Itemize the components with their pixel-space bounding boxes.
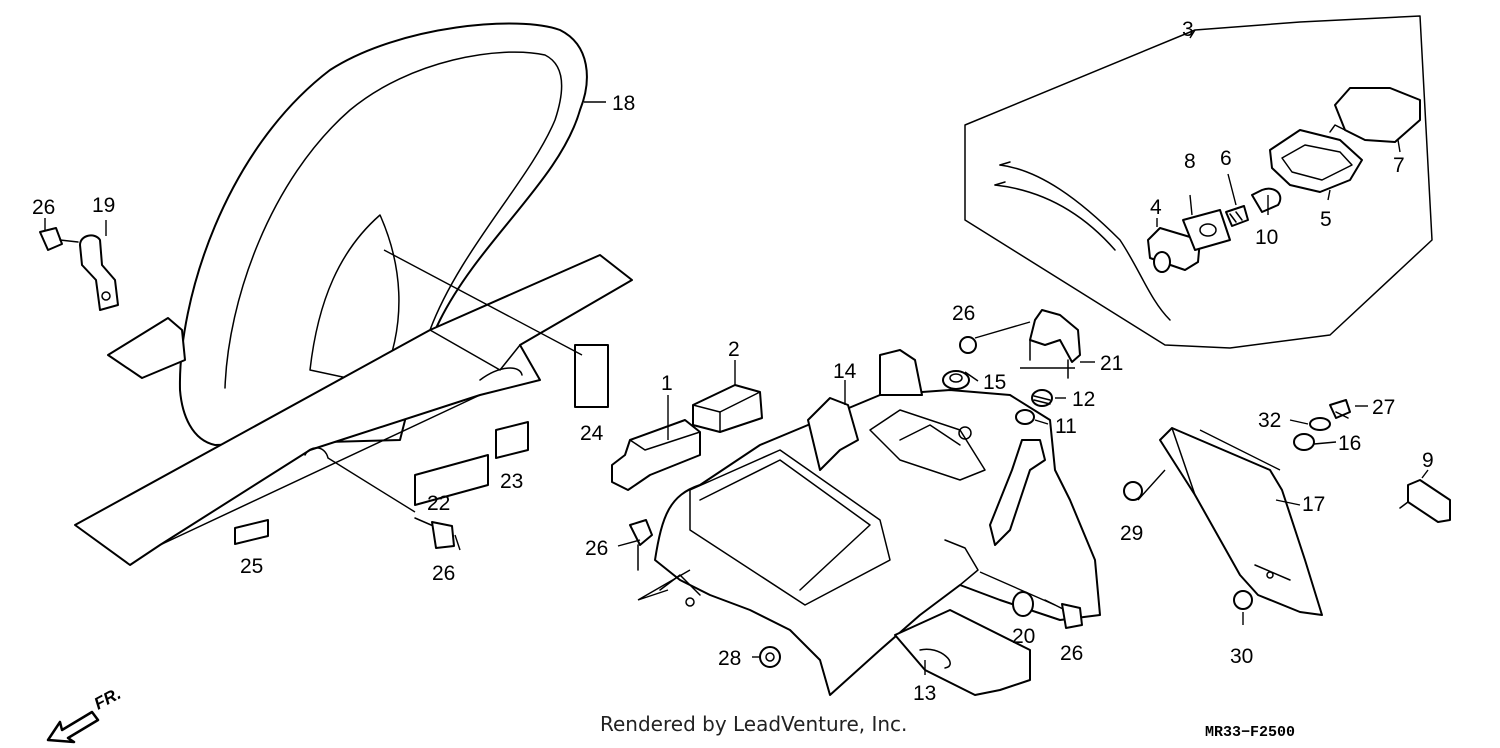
diagram-code: MR33−F2500 (1205, 724, 1296, 741)
nut-30 (1233, 590, 1253, 610)
callout-26-left-tray: 26 (585, 537, 608, 560)
label-23 (495, 421, 529, 459)
callout-28: 26 (952, 302, 975, 325)
bolt-26-top-left (39, 227, 79, 251)
callout-24: 24 (580, 422, 604, 445)
callout-15: 15 (983, 371, 1006, 394)
callout-2: 2 (728, 338, 740, 361)
callout-13: 13 (913, 682, 936, 705)
callout-25: 25 (240, 555, 263, 578)
front-direction-arrow-icon: FR. (46, 690, 124, 744)
washer-32 (1309, 417, 1331, 431)
bracket-21 (1029, 309, 1081, 379)
collar-11 (1015, 409, 1035, 425)
render-credit: Rendered by LeadVenture, Inc. (600, 712, 908, 736)
license-bracket-17 (1159, 427, 1323, 616)
taillight-assembly-box-3 (964, 15, 1433, 349)
grommet-15 (942, 370, 970, 390)
callout-3: 3 (1182, 18, 1194, 41)
callout-29: 29 (1120, 522, 1143, 545)
spring-12 (1031, 389, 1053, 407)
inner-fender-14 (654, 349, 1101, 696)
label-25 (234, 519, 269, 545)
bolt-26-center (414, 517, 455, 549)
callout-16: 16 (1338, 432, 1361, 455)
callout-8: 8 (1184, 150, 1196, 173)
gasket-8 (1182, 209, 1231, 251)
nut-31 (759, 646, 781, 668)
collar-16 (1293, 433, 1315, 451)
callout-30: 30 (1230, 645, 1253, 668)
clamp-19 (79, 234, 119, 311)
leader-lines (44, 29, 1429, 675)
nut-28 (959, 336, 977, 354)
callout-32: 32 (1258, 409, 1281, 432)
callout-9: 9 (1422, 449, 1434, 472)
callout-26-right-tray: 26 (1060, 642, 1083, 665)
mudflap-13 (894, 609, 1031, 696)
callout-26-center: 26 (432, 562, 455, 585)
reflector-9 (1399, 479, 1451, 523)
socket-4 (1147, 227, 1201, 273)
callout-26-top-left: 26 (32, 196, 55, 219)
taillight-wires (994, 161, 1171, 321)
callout-18: 18 (612, 92, 635, 115)
callout-10: 10 (1255, 226, 1278, 249)
callout-5: 5 (1320, 208, 1332, 231)
rear-cowl (74, 254, 633, 566)
label-22 (414, 454, 489, 506)
label-24 (574, 344, 609, 408)
callout-17: 17 (1302, 493, 1325, 516)
bolt-26-left-tray (629, 519, 653, 571)
unit-1 (611, 419, 701, 491)
callout-27: 27 (1372, 396, 1395, 419)
callout-11: 11 (1055, 415, 1077, 438)
callout-31: 28 (718, 647, 741, 670)
callout-19: 19 (92, 194, 115, 217)
unit-2 (692, 384, 763, 433)
callout-20: 20 (1012, 625, 1035, 648)
callout-12: 12 (1072, 388, 1095, 411)
cover-7 (1329, 87, 1421, 143)
callout-14: 14 (833, 360, 857, 383)
callout-1: 1 (661, 372, 673, 395)
lens-5 (1269, 129, 1363, 193)
callout-7: 7 (1393, 154, 1405, 177)
callout-6: 6 (1220, 147, 1232, 170)
direction-label: FR. (91, 690, 124, 714)
callout-23: 23 (500, 470, 523, 493)
callout-labels: 18 19 26 24 23 22 25 26 1 2 14 26 28 13 … (32, 18, 1434, 705)
nut-29 (1123, 481, 1143, 501)
grommet-20 (1012, 591, 1034, 617)
bolt-27 (1329, 399, 1351, 419)
callout-4: 4 (1150, 196, 1162, 219)
bulb-10 (1251, 187, 1282, 213)
callout-22: 22 (427, 492, 450, 515)
callout-21: 21 (1100, 352, 1123, 375)
screw-6 (1225, 205, 1249, 227)
